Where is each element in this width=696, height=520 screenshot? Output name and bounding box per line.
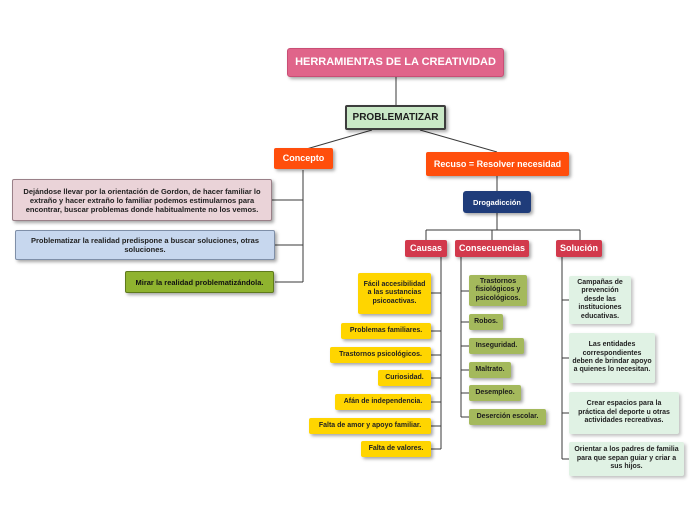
consecuencia-item-text: Desempleo. (475, 388, 515, 396)
causa-item[interactable]: Trastornos psicológicos. (330, 347, 431, 363)
solucion-item-text: Campañas de prevención desde las institu… (577, 279, 623, 320)
connector-problem-concepto (302, 129, 373, 151)
solucion-item-text: Las entidades correspondientes deben de … (572, 341, 652, 374)
causa-item[interactable]: Falta de amor y apoyo familiar. (309, 418, 431, 434)
causa-item[interactable]: Afán de independencia. (335, 394, 431, 410)
consecuencia-item-text: Robos. (474, 317, 498, 325)
solucion-item[interactable]: Crear espacios para la práctica del depo… (569, 392, 679, 434)
consecuencia-item-text: Deserción escolar. (476, 412, 539, 420)
concepto-item-2[interactable]: Problematizar la realidad predispone a b… (15, 230, 275, 260)
causa-item-text: Trastornos psicológicos. (339, 350, 422, 358)
consecuencia-item[interactable]: Inseguridad. (469, 338, 524, 354)
solucion-item[interactable]: Orientar a los padres de familia para qu… (569, 442, 684, 476)
causa-item[interactable]: Curiosidad. (378, 370, 431, 386)
causa-item[interactable]: Problemas familiares. (341, 323, 431, 339)
solucion-item-text: Orientar a los padres de familia para qu… (574, 446, 679, 471)
causas-label: Causas (409, 243, 443, 254)
solucion-item-text: Crear espacios para la práctica del depo… (578, 400, 670, 425)
causa-item-text: Falta de amor y apoyo familiar. (318, 421, 422, 429)
concepto-node[interactable]: Concepto (274, 148, 333, 169)
consecuencia-item-text: Trastornos fisiológicos y psicológicos. (475, 277, 521, 302)
causas-node[interactable]: Causas (405, 240, 447, 257)
concepto-item-1[interactable]: Dejándose llevar por la orientación de G… (12, 179, 272, 221)
problem-text: PROBLEMATIZAR (352, 111, 439, 123)
consecuencias-node[interactable]: Consecuencias (455, 240, 529, 257)
solucion-item[interactable]: Las entidades correspondientes deben de … (569, 333, 655, 383)
causa-item-text: Afán de independencia. (343, 397, 423, 405)
concepto-item-2-text: Problematizar la realidad predispone a b… (31, 236, 259, 254)
causa-item-text: Curiosidad. (385, 373, 424, 381)
concepto-item-1-text: Dejándose llevar por la orientación de G… (23, 186, 261, 214)
consecuencia-item-text: Inseguridad. (475, 341, 518, 349)
consecuencia-item[interactable]: Deserción escolar. (469, 409, 546, 425)
title-text: HERRAMIENTAS DE LA CREATIVIDAD (295, 55, 496, 68)
title-node[interactable]: HERRAMIENTAS DE LA CREATIVIDAD (287, 48, 504, 77)
concepto-label: Concepto (282, 153, 325, 164)
causa-item-text: Falta de valores. (368, 444, 424, 452)
causa-item[interactable]: Falta de valores. (361, 441, 431, 457)
problem-node[interactable]: PROBLEMATIZAR (345, 105, 446, 130)
topic-node[interactable]: Drogadicción (463, 191, 531, 213)
solucion-node[interactable]: Solución (556, 240, 602, 257)
causa-item-text: Problemas familiares. (349, 326, 423, 334)
recurso-label: Recuso = Resolver necesidad (433, 158, 562, 169)
topic-label: Drogadicción (473, 197, 521, 207)
consecuencia-item[interactable]: Robos. (469, 314, 503, 330)
solucion-label: Solución (560, 243, 598, 254)
causa-item-text: Fácil accesibilidad a las sustancias psi… (363, 280, 426, 305)
consecuencia-item[interactable]: Desempleo. (469, 385, 521, 401)
concepto-item-3[interactable]: Mirar la realidad problematizándola. (125, 271, 274, 293)
recurso-node[interactable]: Recuso = Resolver necesidad (426, 152, 569, 176)
consecuencia-item[interactable]: Trastornos fisiológicos y psicológicos. (469, 275, 527, 306)
consecuencia-item[interactable]: Maltrato. (469, 362, 511, 378)
causa-item[interactable]: Fácil accesibilidad a las sustancias psi… (358, 273, 431, 314)
consecuencia-item-text: Maltrato. (475, 365, 505, 373)
consecuencias-label: Consecuencias (458, 243, 526, 254)
concepto-item-3-text: Mirar la realidad problematizándola. (135, 277, 264, 287)
solucion-item[interactable]: Campañas de prevención desde las institu… (569, 276, 631, 324)
connector-problem-recurso (419, 129, 498, 153)
